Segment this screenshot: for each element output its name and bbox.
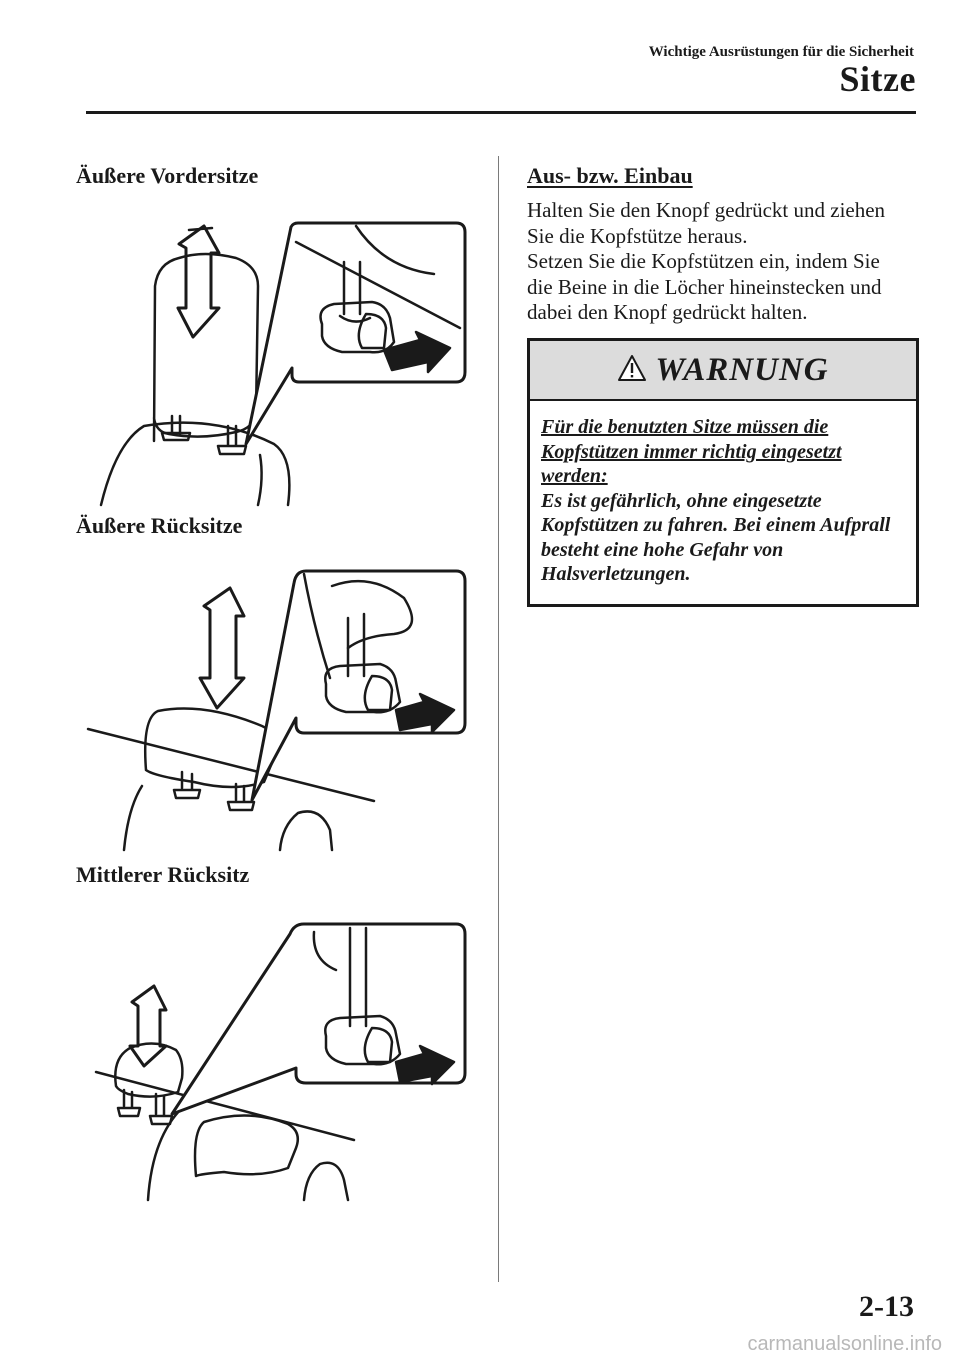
watermark: carmanualsonline.info bbox=[747, 1333, 942, 1355]
section-heading-front-seats: Äußere Vordersitze bbox=[76, 163, 259, 188]
warning-box: WARNUNG Für die benutzten Sitze müssen d… bbox=[527, 338, 919, 607]
section-heading-middle-rear-seat: Mittlerer Rücksitz bbox=[76, 862, 250, 887]
warning-triangle-icon bbox=[617, 354, 647, 387]
instruction-paragraph-install: Setzen Sie die Kopfstützen ein, indem Si… bbox=[527, 249, 882, 324]
warning-body: Für die benutzten Sitze müssen die Kopfs… bbox=[530, 401, 916, 587]
column-divider bbox=[498, 156, 499, 1282]
outer-rear-seat-headrest-illustration bbox=[84, 568, 472, 858]
warning-header: WARNUNG bbox=[530, 341, 916, 401]
chapter-subtitle: Wichtige Ausrüstungen für die Sicherheit bbox=[648, 44, 914, 60]
middle-rear-seat-headrest-illustration bbox=[84, 918, 472, 1208]
front-seat-headrest-illustration bbox=[84, 218, 472, 508]
page-title: Sitze bbox=[839, 59, 916, 99]
warning-emphasis: Für die benutzten Sitze müssen die Kopfs… bbox=[541, 416, 842, 487]
warning-text: Es ist gefährlich, ohne eingesetzte Kopf… bbox=[541, 489, 891, 586]
instruction-paragraph-remove: Halten Sie den Knopf gedrückt und ziehen… bbox=[527, 198, 886, 248]
warning-title: WARNUNG bbox=[655, 351, 829, 388]
section-heading-removal-installation: Aus- bzw. Einbau bbox=[527, 163, 693, 188]
header-rule bbox=[86, 111, 916, 114]
instructions-text: Halten Sie den Knopf gedrückt und ziehen… bbox=[527, 198, 907, 326]
page-number: 2-13 bbox=[859, 1290, 914, 1323]
section-heading-outer-rear-seats: Äußere Rücksitze bbox=[76, 513, 243, 538]
